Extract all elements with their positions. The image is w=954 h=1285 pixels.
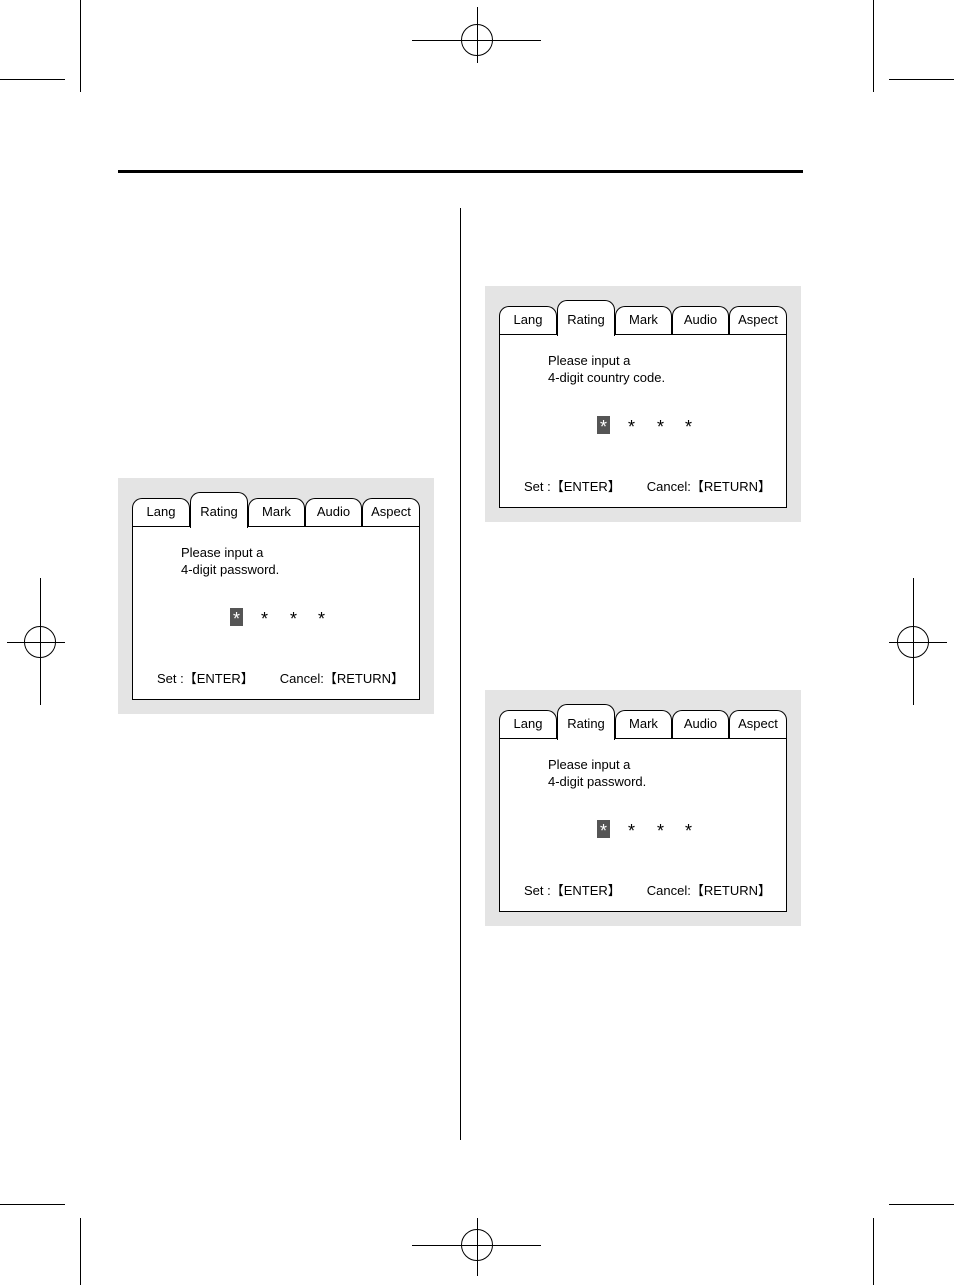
set-hint: Set :【ENTER】	[524, 883, 621, 898]
tab-lang[interactable]: Lang	[132, 498, 190, 526]
digit-slot[interactable]: *	[627, 821, 635, 841]
digit-slot[interactable]: *	[260, 609, 268, 629]
prompt-line: Please input a	[181, 545, 264, 560]
tab-aspect[interactable]: Aspect	[729, 306, 787, 334]
screen-frame: Lang Rating Mark Audio Aspect Please inp…	[499, 300, 787, 508]
registration-target	[24, 626, 56, 658]
set-hint: Set :【ENTER】	[157, 671, 254, 686]
rating-panel: Please input a 4-digit password. * * * *…	[132, 526, 420, 700]
tab-audio[interactable]: Audio	[305, 498, 362, 526]
tab-lang[interactable]: Lang	[499, 306, 557, 334]
registration-target	[461, 24, 493, 56]
cancel-hint: Cancel:【RETURN】	[646, 479, 771, 494]
tab-aspect[interactable]: Aspect	[729, 710, 787, 738]
digit-slot[interactable]: *	[656, 417, 664, 437]
digit-slot-selected[interactable]: *	[597, 416, 610, 437]
set-hint: Set :【ENTER】	[524, 479, 621, 494]
tab-audio[interactable]: Audio	[672, 306, 729, 334]
tab-mark[interactable]: Mark	[615, 306, 672, 334]
column-divider	[460, 208, 461, 1140]
tab-lang[interactable]: Lang	[499, 710, 557, 738]
digit-slot-selected[interactable]: *	[597, 820, 610, 841]
prompt-line: Please input a	[548, 353, 631, 368]
setup-screen-password: Lang Rating Mark Audio Aspect Please inp…	[485, 690, 801, 926]
tab-rating[interactable]: Rating	[190, 492, 248, 528]
crop-mark	[0, 79, 65, 80]
tab-bar: Lang Rating Mark Audio Aspect	[499, 704, 787, 740]
prompt-line: Please input a	[548, 757, 631, 772]
tab-rating[interactable]: Rating	[557, 300, 615, 336]
crop-mark	[0, 1204, 65, 1205]
digit-slot-selected[interactable]: *	[230, 608, 243, 629]
prompt-text: Please input a 4-digit password.	[181, 544, 279, 578]
tab-bar: Lang Rating Mark Audio Aspect	[132, 492, 420, 528]
registration-target	[897, 626, 929, 658]
crop-mark	[80, 0, 81, 92]
screen-frame: Lang Rating Mark Audio Aspect Please inp…	[132, 492, 420, 700]
prompt-line: 4-digit password.	[181, 562, 280, 577]
prompt-line: 4-digit country code.	[548, 370, 666, 385]
tab-mark[interactable]: Mark	[248, 498, 305, 526]
digit-slot[interactable]: *	[627, 417, 635, 437]
header-rule	[118, 170, 803, 173]
digit-slot[interactable]: *	[684, 417, 692, 437]
cancel-hint: Cancel:【RETURN】	[646, 883, 771, 898]
tab-aspect[interactable]: Aspect	[362, 498, 420, 526]
rating-panel: Please input a 4-digit password. * * * *…	[499, 738, 787, 912]
digit-slot[interactable]: *	[289, 609, 297, 629]
crop-mark	[889, 79, 954, 80]
crop-mark	[889, 1204, 954, 1205]
registration-target	[461, 1229, 493, 1261]
prompt-line: 4-digit password.	[548, 774, 647, 789]
digit-slot[interactable]: *	[656, 821, 664, 841]
rating-panel: Please input a 4-digit country code. * *…	[499, 334, 787, 508]
digit-slot[interactable]: *	[684, 821, 692, 841]
screen-frame: Lang Rating Mark Audio Aspect Please inp…	[499, 704, 787, 912]
setup-screen-password: Lang Rating Mark Audio Aspect Please inp…	[118, 478, 434, 714]
tab-mark[interactable]: Mark	[615, 710, 672, 738]
crop-mark	[80, 1218, 81, 1285]
prompt-text: Please input a 4-digit password.	[548, 756, 646, 790]
tab-bar: Lang Rating Mark Audio Aspect	[499, 300, 787, 336]
cancel-hint: Cancel:【RETURN】	[279, 671, 404, 686]
crop-mark	[873, 0, 874, 92]
prompt-text: Please input a 4-digit country code.	[548, 352, 665, 386]
digit-slot[interactable]: *	[317, 609, 325, 629]
crop-mark	[873, 1218, 874, 1285]
setup-screen-country-code: Lang Rating Mark Audio Aspect Please inp…	[485, 286, 801, 522]
tab-audio[interactable]: Audio	[672, 710, 729, 738]
tab-rating[interactable]: Rating	[557, 704, 615, 740]
